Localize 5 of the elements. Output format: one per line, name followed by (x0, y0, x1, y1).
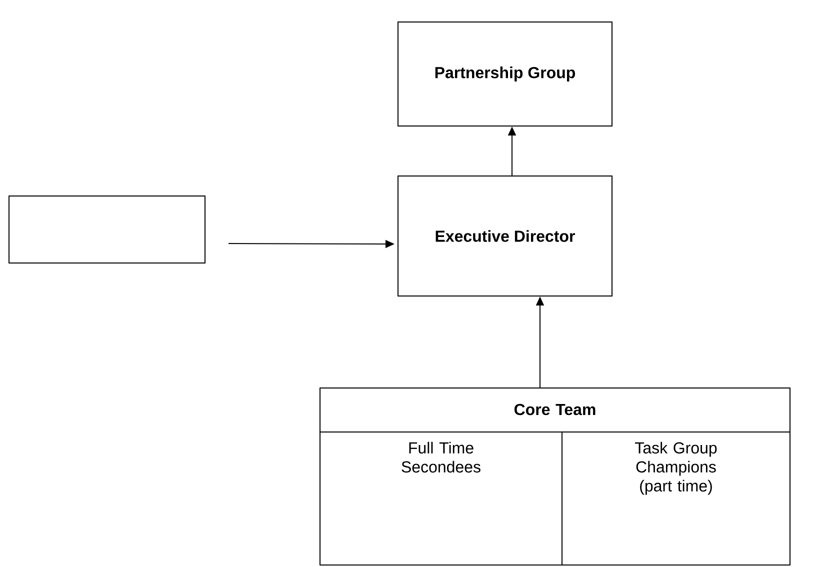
process-box: Executive Director (398, 176, 612, 296)
table-cell: Task Group Champions (part time) (562, 432, 790, 566)
table-cell: Full Time Secondees (320, 432, 562, 566)
process-box (8, 196, 206, 264)
process-box: Partnership Group (398, 22, 612, 126)
